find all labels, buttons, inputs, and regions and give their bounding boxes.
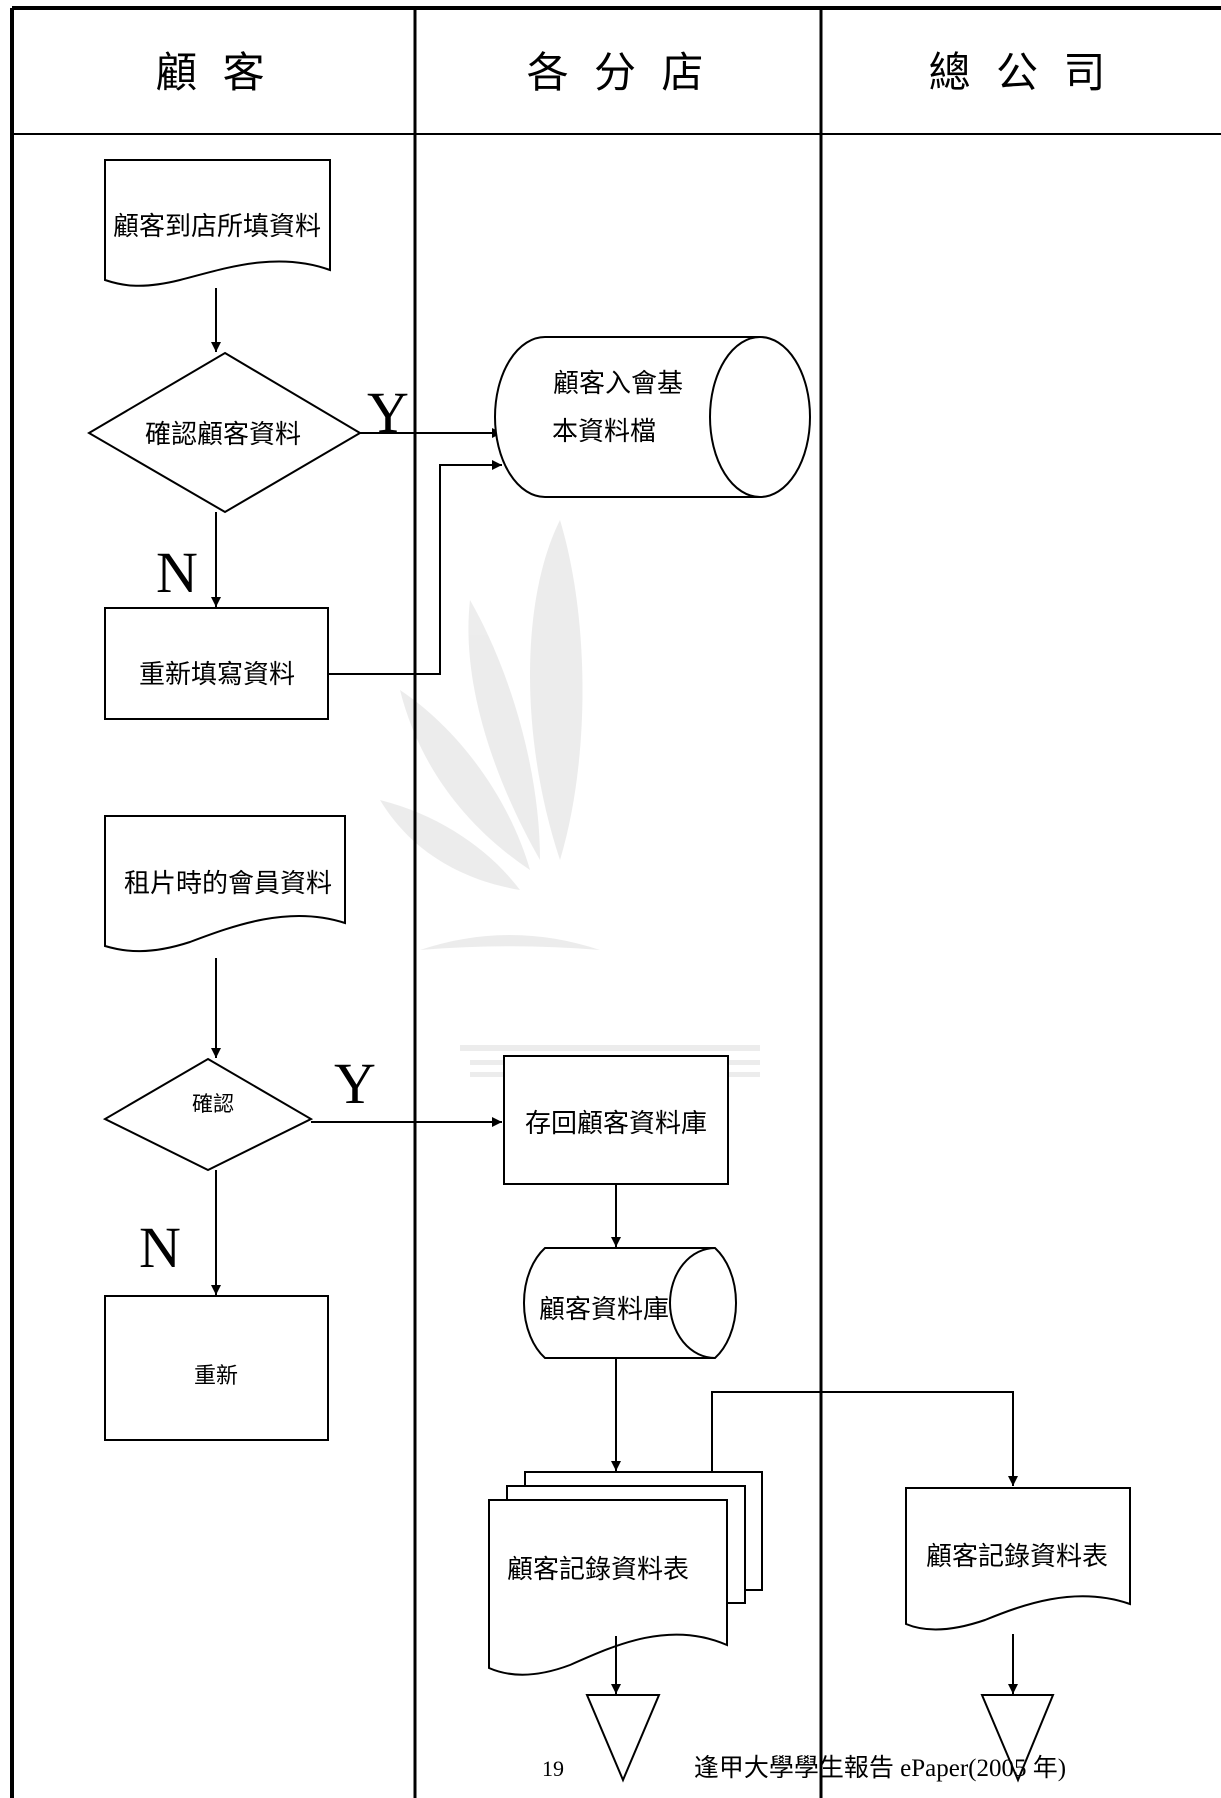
database-customer-shape bbox=[522, 1247, 738, 1359]
branch-no-2: N bbox=[139, 1215, 181, 1280]
process-rewrite-data-shape bbox=[104, 607, 329, 720]
process-save-to-db-shape bbox=[503, 1055, 729, 1185]
document-hq-record-table-label: 顧客記錄資料表 bbox=[926, 1542, 1108, 1572]
document-hq-record-table-shape bbox=[905, 1487, 1131, 1631]
offline-file-triangle-branch bbox=[585, 1694, 661, 1783]
arrow-customer-db-to-hq-record-table bbox=[711, 1391, 1018, 1486]
process-redo-label: 重新 bbox=[194, 1364, 238, 1389]
decision-check-customer-data-shape bbox=[87, 351, 362, 514]
process-redo-shape bbox=[104, 1295, 329, 1441]
arrow-rewrite-to-member-db bbox=[328, 460, 502, 675]
multi-document-record-table-shape bbox=[488, 1471, 763, 1676]
database-member-basic-file-label-line1: 顧客入會基 bbox=[553, 369, 683, 399]
database-member-basic-file-shape bbox=[494, 336, 811, 498]
branch-no-1: N bbox=[156, 540, 198, 605]
decision-confirm-label: 確認 bbox=[192, 1092, 234, 1116]
offline-file-triangle-hq bbox=[980, 1694, 1055, 1783]
lane-header-hq: 總 公 司 bbox=[929, 48, 1112, 97]
doc-fill-in-label: 顧客到店所填資料 bbox=[113, 212, 321, 242]
branch-yes-2: Y bbox=[334, 1051, 376, 1116]
footer-publisher: 逢甲大學學生報告 ePaper(2005 年) bbox=[694, 1754, 1066, 1782]
lane-header-customer: 顧 客 bbox=[155, 48, 270, 97]
database-member-basic-file-label-line2: 本資料檔 bbox=[552, 417, 656, 447]
swimlane-frame bbox=[10, 6, 1221, 1798]
footer-page-number: 19 bbox=[542, 1756, 564, 1781]
lane-header-branch: 各 分 店 bbox=[527, 48, 710, 97]
process-save-to-db-label: 存回顧客資料庫 bbox=[525, 1109, 707, 1139]
doc-rental-member-label: 租片時的會員資料 bbox=[124, 869, 332, 899]
process-rewrite-data-label: 重新填寫資料 bbox=[139, 660, 295, 690]
multi-document-record-table-label: 顧客記錄資料表 bbox=[507, 1555, 689, 1585]
branch-yes-1: Y bbox=[367, 380, 409, 445]
database-customer-label: 顧客資料庫 bbox=[539, 1295, 669, 1325]
doc-rental-member-shape bbox=[104, 815, 346, 953]
watermark-leaf-logo bbox=[380, 520, 760, 1077]
doc-fill-in-shape bbox=[104, 159, 331, 287]
decision-confirm-shape bbox=[102, 1057, 314, 1172]
decision-check-customer-data-label: 確認顧客資料 bbox=[145, 420, 301, 450]
